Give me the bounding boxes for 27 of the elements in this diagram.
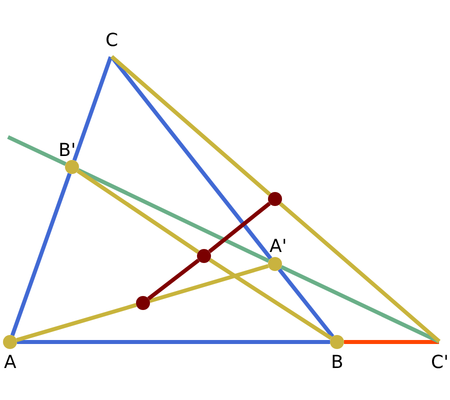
point-label: A — [4, 353, 16, 373]
line-segment — [208, 202, 271, 254]
line-segment — [77, 168, 270, 263]
line-segment — [344, 340, 439, 344]
line-segment — [72, 56, 113, 162]
line-segment — [110, 55, 272, 196]
line-segment — [147, 258, 200, 300]
midpoint-dot — [136, 296, 150, 310]
line-segment — [149, 264, 269, 303]
point-label: A' — [270, 237, 287, 257]
line-segment — [16, 303, 137, 342]
point-label: B' — [58, 141, 76, 161]
line-segment — [208, 258, 332, 340]
line-segment — [76, 169, 200, 254]
line-segment — [7, 135, 67, 166]
line-segment — [17, 340, 330, 344]
line-segment — [280, 265, 440, 344]
point-dot — [65, 160, 79, 174]
point-dot — [330, 335, 344, 349]
point-label: C' — [431, 353, 449, 373]
line-segment — [278, 202, 441, 343]
point-dot — [3, 335, 17, 349]
line-segment — [10, 172, 72, 336]
point-label: C — [106, 31, 118, 51]
line-segment — [278, 268, 334, 338]
point-label: B — [331, 353, 344, 373]
point-dot — [268, 257, 282, 271]
